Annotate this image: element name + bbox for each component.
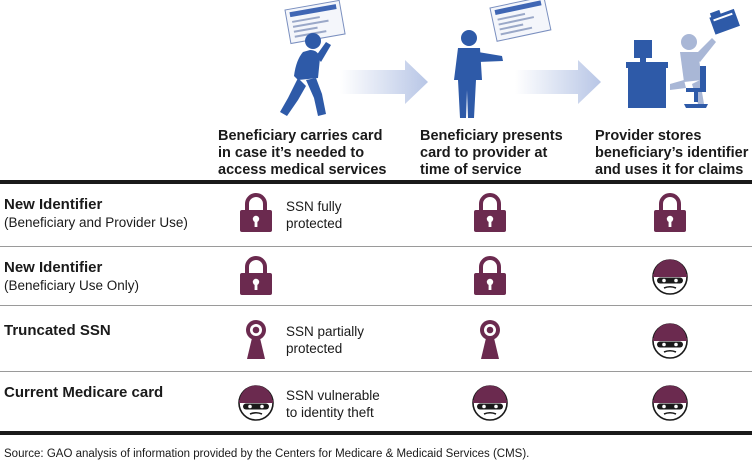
row-divider-1 bbox=[0, 246, 752, 247]
row-4-title: Current Medicare card bbox=[4, 384, 164, 401]
legend-vulnerable: SSN vulnerable to identity theft bbox=[286, 387, 380, 421]
row-divider-2 bbox=[0, 305, 752, 306]
row-3-title: Truncated SSN bbox=[4, 322, 111, 339]
stage-header-1: Beneficiary carries card in case it’s ne… bbox=[218, 128, 408, 179]
legend-fully-line-1: SSN fully bbox=[286, 199, 342, 214]
row-divider-3 bbox=[0, 371, 752, 372]
masked-thief-icon bbox=[651, 321, 689, 359]
padlock-icon bbox=[473, 256, 507, 296]
masked-thief-icon bbox=[651, 257, 689, 295]
legend-vulnerable-line-1: SSN vulnerable bbox=[286, 388, 380, 403]
stage-illustration-svg bbox=[280, 0, 740, 118]
stage-3-line-1: Provider stores bbox=[595, 128, 702, 144]
masked-thief-icon bbox=[471, 383, 509, 421]
keyhole-icon bbox=[244, 320, 268, 360]
row-2-title: New Identifier bbox=[4, 259, 103, 276]
row-label-1: New Identifier (Beneficiary and Provider… bbox=[4, 196, 188, 231]
stage-2-line-1: Beneficiary presents bbox=[420, 128, 563, 144]
row-1-subtitle: (Beneficiary and Provider Use) bbox=[4, 215, 188, 230]
row-label-4: Current Medicare card bbox=[4, 384, 163, 402]
padlock-icon bbox=[239, 193, 273, 233]
keyhole-icon bbox=[478, 320, 502, 360]
stage-header-3: Provider stores beneficiary’s identifier… bbox=[595, 128, 752, 179]
stage-1-line-3: access medical services bbox=[218, 162, 387, 178]
stage-3-line-2: beneficiary’s identifier bbox=[595, 145, 749, 161]
legend-fully-line-2: protected bbox=[286, 216, 343, 231]
provider-at-desk-icon bbox=[626, 8, 740, 108]
walking-person-with-card-icon bbox=[280, 0, 346, 116]
stage-2-line-3: time of service bbox=[420, 162, 522, 178]
row-1-title: New Identifier bbox=[4, 196, 103, 213]
masked-thief-icon bbox=[651, 383, 689, 421]
padlock-icon bbox=[473, 193, 507, 233]
flow-arrow-2 bbox=[515, 60, 601, 104]
legend-fully-protected: SSN fully protected bbox=[286, 198, 342, 232]
row-2-subtitle: (Beneficiary Use Only) bbox=[4, 278, 140, 293]
legend-partially-protected: SSN partially protected bbox=[286, 323, 364, 357]
stage-1-line-2: in case it’s needed to bbox=[218, 145, 365, 161]
stage-3-line-3: and uses it for claims bbox=[595, 162, 744, 178]
stage-2-line-2: card to provider at bbox=[420, 145, 548, 161]
masked-thief-icon bbox=[237, 383, 275, 421]
legend-vulnerable-line-2: to identity theft bbox=[286, 405, 374, 420]
stage-1-line-1: Beneficiary carries card bbox=[218, 128, 383, 144]
row-label-2: New Identifier (Beneficiary Use Only) bbox=[4, 259, 139, 294]
source-note: Source: GAO analysis of information prov… bbox=[4, 448, 530, 460]
stage-illustrations bbox=[0, 0, 752, 125]
row-label-3: Truncated SSN bbox=[4, 322, 111, 340]
padlock-icon bbox=[653, 193, 687, 233]
flow-arrow-1 bbox=[340, 60, 428, 104]
person-presenting-card-icon bbox=[454, 0, 552, 118]
legend-partially-line-2: protected bbox=[286, 341, 343, 356]
legend-partially-line-1: SSN partially bbox=[286, 324, 365, 339]
footer-rule bbox=[0, 431, 752, 435]
stage-header-2: Beneficiary presents card to provider at… bbox=[420, 128, 585, 179]
padlock-icon bbox=[239, 256, 273, 296]
header-rule bbox=[0, 180, 752, 184]
